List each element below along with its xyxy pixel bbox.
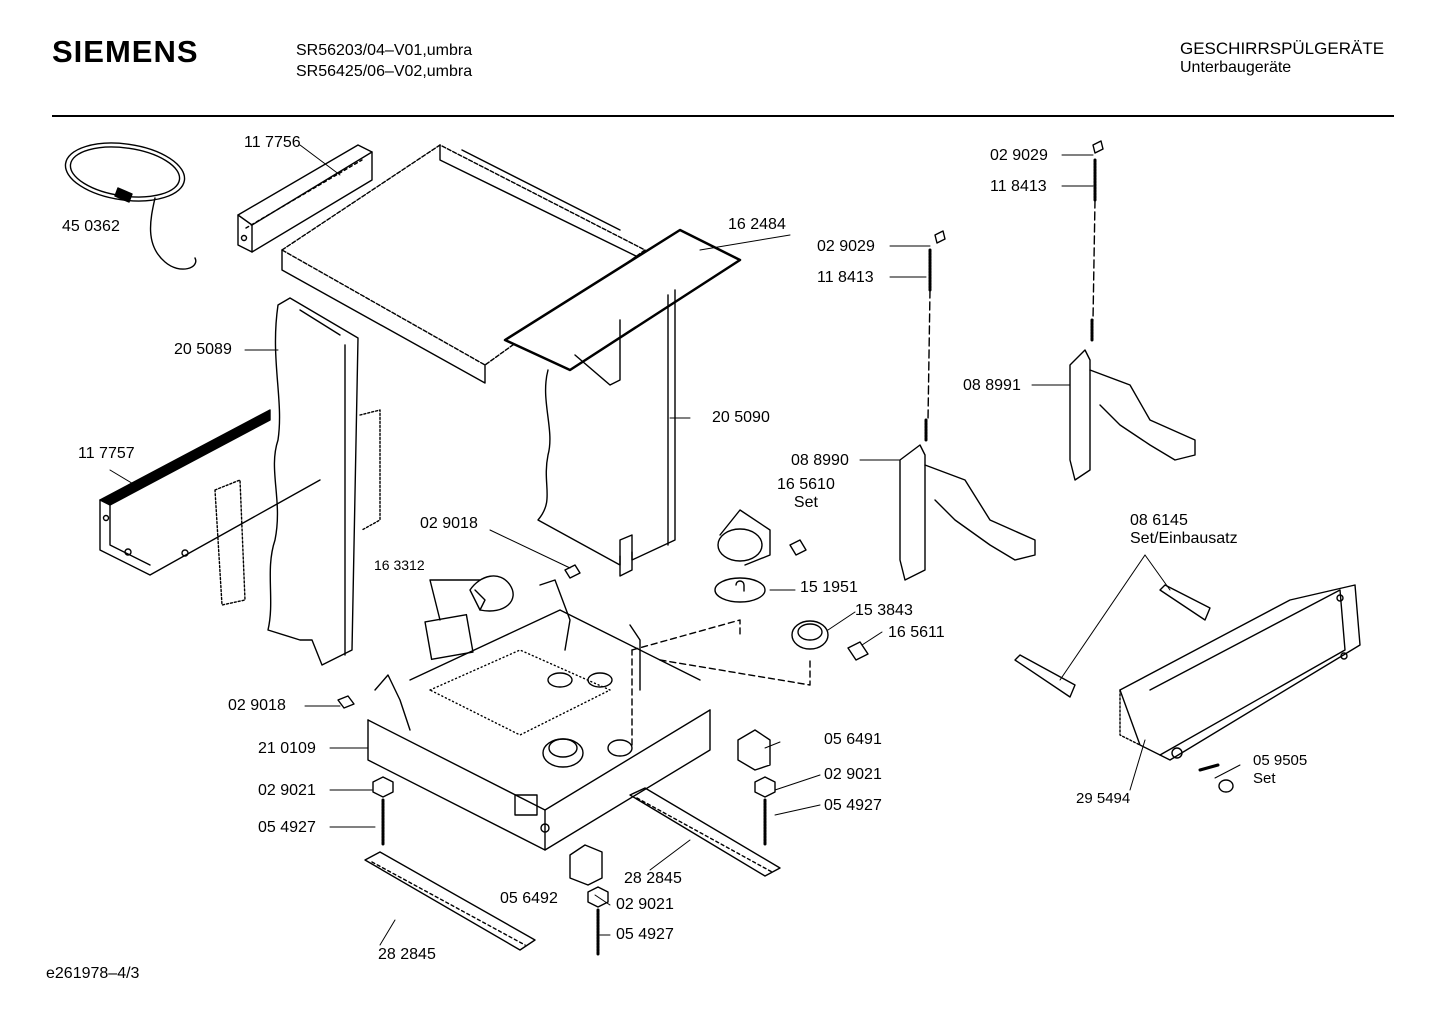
foot-left-drawing bbox=[372, 776, 394, 847]
category-subtitle: Unterbaugeräte bbox=[1180, 59, 1292, 76]
screw-set-drawing bbox=[1198, 763, 1234, 793]
part-label-rail-bottom-left: 28 2845 bbox=[378, 946, 436, 963]
float-housing-drawing bbox=[791, 620, 829, 650]
part-label-hinge-spring-rear: 11 8413 bbox=[990, 178, 1047, 195]
bracket-front-drawing bbox=[569, 844, 603, 886]
part-label-float-housing: 15 3843 bbox=[855, 602, 913, 619]
plinth-drawing bbox=[1119, 584, 1361, 761]
part-label-micro-switch: 16 5611 bbox=[888, 624, 945, 641]
part-note: Set bbox=[1253, 770, 1276, 787]
part-label-side-panel-left: 20 5089 bbox=[174, 341, 232, 358]
part-label-foot-nut-center: 02 9021 bbox=[616, 896, 674, 913]
model-line-1: SR56203/04–V01,umbra bbox=[296, 42, 473, 59]
category-block: GESCHIRRSPÜLGERÄTE Unterbaugeräte bbox=[1180, 39, 1384, 77]
rail-top-drawing bbox=[237, 144, 373, 253]
part-label-hinge-pin-rear: 02 9029 bbox=[990, 147, 1048, 164]
part-label-pin-lower: 02 9018 bbox=[228, 697, 286, 714]
worktop-drawing bbox=[281, 144, 646, 384]
base-tray-drawing bbox=[367, 579, 811, 851]
part-number: 16 5610 bbox=[777, 476, 835, 493]
part-label-cable: 45 0362 bbox=[62, 218, 120, 235]
power-cable-drawing bbox=[64, 142, 197, 270]
part-label-float-disc: 15 1951 bbox=[800, 579, 858, 596]
leader-lines bbox=[109, 144, 1241, 946]
part-label-base-tray: 21 0109 bbox=[258, 740, 316, 757]
part-label-rail-top: 11 7756 bbox=[244, 134, 301, 151]
part-label-foot-screw-center: 05 4927 bbox=[616, 926, 674, 943]
part-label-rail-left: 11 7757 bbox=[78, 445, 135, 462]
float-switch-drawing bbox=[717, 509, 807, 566]
brand-logo: SIEMENS bbox=[52, 34, 199, 69]
float-disc-drawing bbox=[714, 577, 766, 603]
pin-upper-drawing bbox=[564, 564, 581, 579]
part-label-hinge-pin-front: 02 9029 bbox=[817, 238, 875, 255]
part-label-foot-nut-right: 02 9021 bbox=[824, 766, 882, 783]
bracket-right-drawing bbox=[737, 729, 771, 771]
part-label-hinge-front: 08 8990 bbox=[791, 452, 849, 469]
part-label-foot-screw-left: 05 4927 bbox=[258, 819, 316, 836]
part-label-bracket-right: 05 6491 bbox=[824, 731, 882, 748]
rail-bottom-right-drawing bbox=[629, 787, 781, 877]
rail-left-drawing bbox=[99, 409, 381, 606]
model-line-2: SR56425/06–V02,umbra bbox=[296, 63, 473, 80]
part-label-screw-set: 05 9505 Set bbox=[1253, 752, 1307, 788]
part-label-plinth: 29 5494 bbox=[1076, 790, 1131, 807]
install-set-drawing bbox=[1014, 584, 1211, 698]
foot-right-drawing bbox=[754, 776, 776, 847]
part-label-water-switch: 16 3312 bbox=[374, 557, 425, 573]
part-label-foot-screw-right: 05 4927 bbox=[824, 797, 882, 814]
part-note: Set bbox=[793, 494, 818, 511]
water-switch-drawing bbox=[424, 575, 514, 661]
part-label-hinge-rear: 08 8991 bbox=[963, 377, 1021, 394]
pin-lower-drawing bbox=[337, 695, 355, 709]
header-divider bbox=[52, 115, 1394, 117]
part-note: Set/Einbausatz bbox=[1130, 530, 1238, 547]
part-label-bracket-front: 05 6492 bbox=[500, 890, 558, 907]
micro-switch-drawing bbox=[847, 641, 869, 661]
category-title: GESCHIRRSPÜLGERÄTE bbox=[1180, 39, 1385, 58]
part-number: 08 6145 bbox=[1130, 512, 1188, 529]
part-label-float-switch: 16 5610 Set bbox=[777, 476, 835, 512]
part-label-side-panel-right: 20 5090 bbox=[712, 409, 770, 426]
part-label-pin-upper: 02 9018 bbox=[420, 515, 478, 532]
diagram-id: e261978–4/3 bbox=[46, 965, 140, 982]
hinge-rear-drawing bbox=[1069, 140, 1196, 481]
part-label-worktop-strip: 16 2484 bbox=[728, 216, 786, 233]
rail-bottom-left-drawing bbox=[364, 851, 536, 951]
part-label-foot-nut-left: 02 9021 bbox=[258, 782, 316, 799]
worktop-strip-drawing bbox=[503, 228, 742, 372]
part-label-rail-bottom-right: 28 2845 bbox=[624, 870, 682, 887]
side-panel-right-drawing bbox=[537, 289, 676, 577]
part-number: 05 9505 bbox=[1253, 752, 1308, 769]
hinge-front-drawing bbox=[899, 230, 1036, 581]
foot-center-drawing bbox=[587, 886, 609, 957]
part-label-hinge-spring-front: 11 8413 bbox=[817, 269, 874, 286]
part-label-install-set: 08 6145 Set/Einbausatz bbox=[1130, 512, 1238, 548]
side-panel-left-drawing bbox=[267, 297, 359, 666]
model-list: SR56203/04–V01,umbra SR56425/06–V02,umbr… bbox=[296, 40, 472, 82]
